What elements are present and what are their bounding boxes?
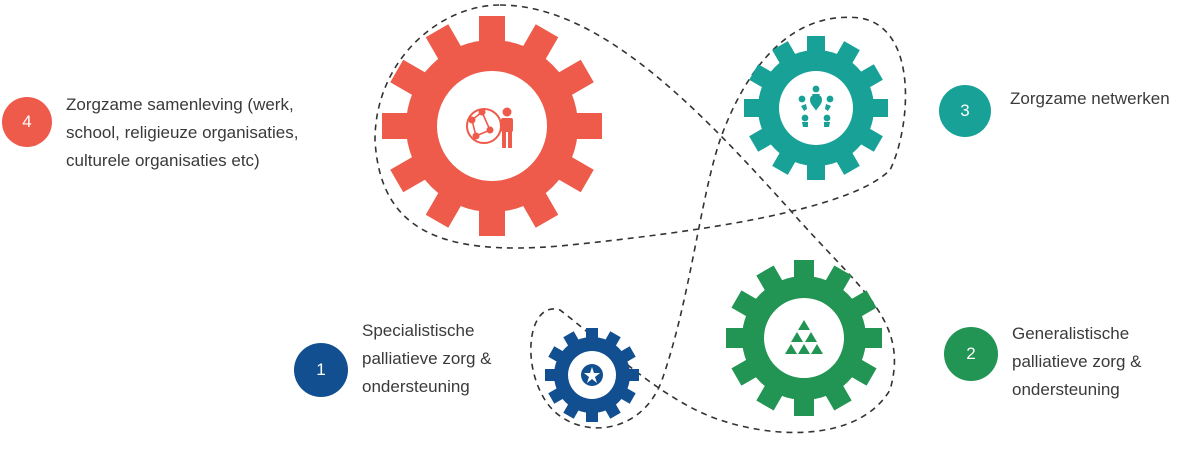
- label-3: Zorgzame netwerken: [1010, 85, 1170, 113]
- gear-4: [382, 16, 602, 236]
- label-1-line-3: ondersteuning: [362, 377, 470, 396]
- dashed-path-big-loop: [374, 4, 907, 434]
- label-4-line-3: culturele organisaties etc): [66, 151, 260, 170]
- label-4-line-2: school, religieuze organisaties,: [66, 123, 299, 142]
- label-2: Generalistische palliatieve zorg & onder…: [1012, 320, 1141, 404]
- gear-hole: [437, 71, 547, 181]
- people-circle-icon: [798, 85, 834, 127]
- network-person-icon: [466, 107, 513, 148]
- label-4-line-1: Zorgzame samenleving (werk,: [66, 95, 294, 114]
- label-1-line-1: Specialistische: [362, 321, 475, 340]
- star-icon: [581, 364, 603, 386]
- label-2-line-2: palliatieve zorg &: [1012, 352, 1142, 371]
- badge-4: 4: [2, 97, 52, 147]
- label-2-line-3: ondersteuning: [1012, 380, 1120, 399]
- badge-2: 2: [944, 327, 998, 381]
- badge-3: 3: [939, 85, 991, 137]
- triangle-pyramid-icon: [785, 320, 823, 354]
- gear-2: [726, 260, 882, 416]
- gear-tooth: [570, 113, 602, 139]
- label-1-line-2: palliatieve zorg &: [362, 349, 492, 368]
- label-2-line-1: Generalistische: [1012, 324, 1130, 343]
- badge-1: 1: [294, 343, 348, 397]
- gear-tooth: [382, 113, 414, 139]
- label-4: Zorgzame samenleving (werk, school, reli…: [66, 91, 298, 175]
- label-3-line-1: Zorgzame netwerken: [1010, 89, 1170, 108]
- gear-hole: [764, 298, 844, 378]
- label-1: Specialistische palliatieve zorg & onder…: [362, 317, 491, 401]
